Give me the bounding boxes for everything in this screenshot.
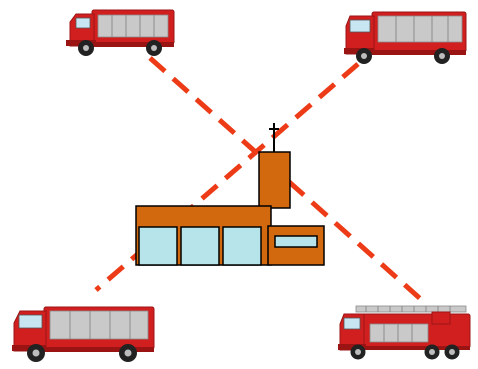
- truck-equipment-panel: [377, 15, 463, 43]
- truck-chassis: [44, 347, 154, 352]
- ladder-turntable: [431, 311, 451, 325]
- garage-door-3: [222, 226, 262, 266]
- truck-windshield: [75, 17, 91, 29]
- truck-windshield: [18, 314, 43, 329]
- truck-chassis: [362, 346, 470, 350]
- ladder-rail: [355, 305, 467, 313]
- truck-chassis: [92, 42, 174, 47]
- truck-bumper: [338, 344, 366, 350]
- truck-equipment-panel: [97, 14, 169, 38]
- fire-truck-bottom-left: [12, 306, 155, 362]
- aerial-ladder-truck-bottom-right: [338, 305, 471, 360]
- fire-truck-top-left: [66, 9, 175, 56]
- truck-chassis: [372, 50, 466, 55]
- fire-station-building-icon: [135, 123, 325, 266]
- garage-door-2: [180, 226, 220, 266]
- truck-equipment-panel: [369, 323, 429, 343]
- garage-door-1: [138, 226, 178, 266]
- annex-window: [274, 235, 318, 248]
- truck-windshield: [349, 19, 371, 33]
- truck-windshield: [343, 317, 361, 330]
- truck-equipment-panel: [49, 310, 149, 340]
- fire-truck-top-right: [344, 11, 467, 64]
- station-tower: [258, 151, 291, 209]
